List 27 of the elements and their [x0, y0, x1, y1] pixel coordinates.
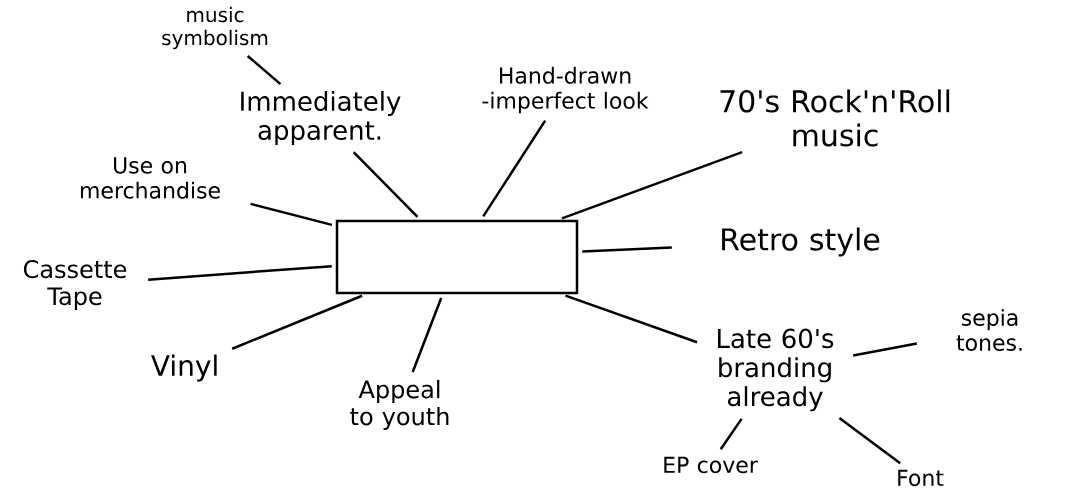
- connector-line: [838, 416, 901, 465]
- empty-box: [335, 219, 579, 295]
- mind-map-text: sepia tones.: [956, 308, 1022, 351]
- connector-line: [852, 342, 918, 357]
- connector-line: [411, 297, 443, 373]
- connector-line: [719, 418, 743, 450]
- mind-map-text: EP cover: [664, 456, 758, 474]
- connector-line: [148, 264, 332, 281]
- mind-map-text: Font: [898, 469, 944, 487]
- mind-map-text: Vinyl: [151, 354, 217, 382]
- mind-map-text: Immediately apparent.: [241, 90, 401, 146]
- mind-map-text: music symbolism: [162, 6, 268, 50]
- mind-map-text: Use on merchandise: [80, 157, 220, 199]
- connector-line: [231, 294, 363, 350]
- mind-map-text: Retro style: [722, 227, 880, 257]
- mind-map-text: Late 60's branding already: [718, 328, 834, 412]
- connector-line: [246, 55, 282, 86]
- connector-line: [250, 202, 333, 227]
- mind-map-text: Appeal to youth: [350, 379, 449, 431]
- connector-line: [561, 151, 743, 220]
- mind-map-text: 70's Rock'n'Roll music: [720, 89, 950, 147]
- connector-line: [565, 294, 698, 344]
- mind-map-text: Hand-drawn -imperfect look: [482, 66, 649, 114]
- connector-line: [582, 246, 672, 253]
- connector-line: [352, 151, 419, 218]
- mind-map-text: Cassette Tape: [23, 260, 127, 310]
- connector-line: [482, 120, 547, 218]
